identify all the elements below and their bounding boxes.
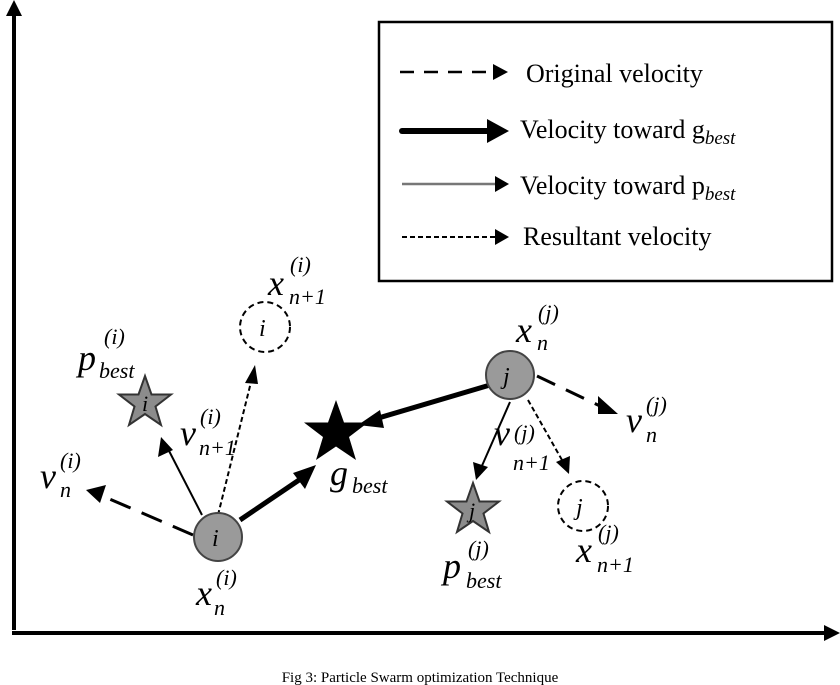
y-axis-arrowhead-icon <box>6 0 22 16</box>
math-base: x <box>267 263 284 303</box>
legend-label: Resultant velocity <box>523 222 711 251</box>
legend-label: Velocity toward pbest <box>520 171 736 205</box>
original-velocity-arrow-j <box>536 374 601 408</box>
label-next-position-i: x n+1 (i) <box>267 252 326 309</box>
math-sub: best <box>352 473 388 498</box>
particle-j-vectors <box>358 374 618 480</box>
label-next-position-j: x n+1 (j) <box>575 520 634 577</box>
particle-j-next-position: j <box>557 480 609 532</box>
legend-item-original-velocity: Original velocity <box>400 59 703 88</box>
math-sup: (j) <box>598 520 619 545</box>
math-base: p <box>440 546 461 586</box>
math-sub: n <box>537 330 548 355</box>
math-sup: (i) <box>200 404 221 429</box>
particle-j: j <box>485 350 535 400</box>
math-base: v <box>180 413 196 453</box>
math-sub: n+1 <box>289 284 326 309</box>
pbest-velocity-arrow-j <box>480 401 511 469</box>
math-sup: (i) <box>60 448 81 473</box>
arrowhead-icon <box>556 456 570 474</box>
particle-i-vectors <box>86 365 316 537</box>
math-base: g <box>330 453 348 493</box>
label-pbest-j: p best (j) <box>440 536 502 593</box>
math-sub: n+1 <box>597 552 634 577</box>
arrowhead-icon <box>493 64 508 80</box>
math-sup: (i) <box>104 324 125 349</box>
legend-item-velocity-toward-gbest: Velocity toward gbest <box>399 115 736 149</box>
math-sub: n <box>214 595 225 620</box>
math-sub: n+1 <box>513 450 550 475</box>
label-position-j: x n (j) <box>515 300 559 355</box>
label-gbest: g best <box>330 453 388 498</box>
math-sup: (j) <box>538 300 559 325</box>
math-base: p <box>75 338 96 378</box>
math-base: v <box>626 400 642 440</box>
resultant-velocity-arrow-j <box>527 399 563 461</box>
label-velocity-i: v n (i) <box>40 448 81 502</box>
math-base: v <box>40 456 56 496</box>
math-base: x <box>195 573 212 613</box>
math-sub: n <box>60 477 71 502</box>
math-sub: best <box>466 568 502 593</box>
pbest-velocity-arrow-i <box>165 444 203 516</box>
pbest-i-symbol: i <box>142 391 148 416</box>
legend-label: Velocity toward gbest <box>520 115 736 149</box>
math-sup: (j) <box>514 420 535 445</box>
legend-label: Original velocity <box>526 59 703 88</box>
axes <box>6 0 840 641</box>
particle-i-next-position: i <box>239 301 291 353</box>
legend-item-resultant-velocity: Resultant velocity <box>402 222 711 251</box>
pbest-j-star-icon: j <box>444 479 502 535</box>
arrowhead-icon <box>158 437 173 457</box>
label-velocity-j: v n (j) <box>626 392 667 447</box>
legend: Original velocity Velocity toward gbest … <box>377 20 834 283</box>
math-base: x <box>575 530 592 570</box>
arrowhead-icon <box>495 176 509 192</box>
math-base: x <box>515 310 532 350</box>
arrowhead-icon <box>86 485 106 503</box>
gbest-velocity-arrow-j <box>374 382 491 422</box>
figure-caption: Fig 3: Particle Swarm optimization Techn… <box>282 670 559 685</box>
legend-item-velocity-toward-pbest: Velocity toward pbest <box>402 171 736 205</box>
gbest-velocity-arrow-i <box>238 475 304 523</box>
particle-i: i <box>193 512 243 562</box>
particle-j-symbol: j <box>500 364 510 390</box>
arrowhead-icon <box>598 396 618 414</box>
arrowhead-icon <box>245 365 258 384</box>
math-base: v <box>494 413 510 453</box>
original-velocity-arrow-i <box>104 495 194 537</box>
label-pbest-i: p best (i) <box>75 324 135 383</box>
math-sup: (i) <box>290 252 311 277</box>
pbest-i-star-icon: i <box>116 372 174 428</box>
next-position-j-symbol: j <box>573 495 583 521</box>
arrowhead-icon <box>487 119 509 143</box>
math-sup: (i) <box>216 565 237 590</box>
math-sub: n <box>646 422 657 447</box>
math-sup: (j) <box>646 392 667 417</box>
label-position-i: x n (i) <box>195 565 237 620</box>
arrowhead-icon <box>495 229 509 245</box>
math-sub: best <box>99 358 135 383</box>
arrowhead-icon <box>293 465 316 489</box>
gbest-star-icon <box>304 400 368 460</box>
pbest-j-symbol: j <box>466 498 475 523</box>
x-axis-arrowhead-icon <box>824 625 840 641</box>
math-sup: (j) <box>468 536 489 561</box>
math-sub: n+1 <box>199 435 236 460</box>
label-next-velocity-j: v n+1 (j) <box>494 413 550 475</box>
particle-i-symbol: i <box>212 526 219 552</box>
arrowhead-icon <box>473 462 488 480</box>
label-next-velocity-i: v n+1 (i) <box>180 404 236 460</box>
next-position-i-symbol: i <box>259 316 266 342</box>
